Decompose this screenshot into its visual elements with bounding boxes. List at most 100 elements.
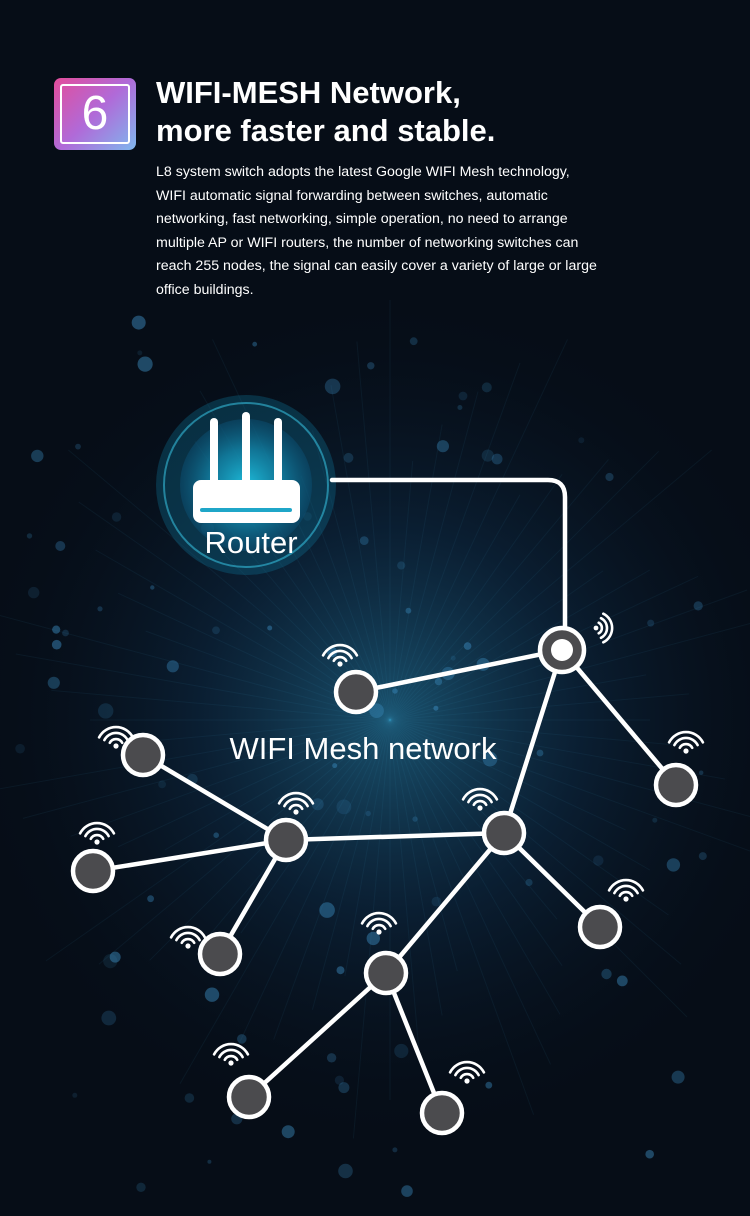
bokeh-dot <box>463 642 472 650</box>
bokeh-dot <box>525 878 533 887</box>
bokeh-dot <box>698 852 707 861</box>
bokeh-dot <box>457 405 463 410</box>
mesh-node <box>577 904 623 950</box>
bokeh-dot <box>491 453 503 465</box>
bokeh-dot <box>671 1070 685 1084</box>
mesh-link <box>501 647 565 836</box>
mesh-node <box>120 732 166 778</box>
mesh-link <box>283 830 507 843</box>
bokeh-dot <box>332 763 338 769</box>
bokeh-dot <box>237 1034 247 1044</box>
bokeh-dot <box>693 601 703 611</box>
bokeh-dot <box>343 452 354 463</box>
mesh-link <box>501 830 603 930</box>
bokeh-dot <box>213 832 219 838</box>
bokeh-dot <box>367 362 375 370</box>
bokeh-dot <box>136 1182 146 1193</box>
bokeh-dot <box>359 536 369 545</box>
wifi-icon <box>667 730 705 754</box>
description-line: WIFI automatic signal forwarding between… <box>156 187 548 204</box>
mesh-node <box>70 848 116 894</box>
bokeh-dot <box>412 816 418 822</box>
bokeh-dot <box>409 337 418 346</box>
bokeh-dot <box>51 639 62 650</box>
router-link <box>329 477 568 631</box>
wifi-icon <box>78 821 116 845</box>
bokeh-dot <box>578 437 585 444</box>
description-line: multiple AP or WIFI routers, the number … <box>156 234 579 251</box>
bokeh-dot <box>324 378 341 395</box>
bokeh-dot <box>338 1082 350 1094</box>
mesh-link <box>559 647 679 788</box>
mesh-node <box>333 669 379 715</box>
mesh-node <box>419 1090 465 1136</box>
description: L8 system switch adopts the latest Googl… <box>156 161 676 302</box>
bokeh-dot <box>334 1075 344 1085</box>
bokeh-dot <box>150 585 155 590</box>
bokeh-dot <box>450 655 456 661</box>
bokeh-dot <box>303 512 312 521</box>
bokeh-dot <box>147 895 155 903</box>
bokeh-dot <box>647 619 655 627</box>
bokeh-dot <box>392 1147 398 1153</box>
bokeh-dot <box>98 703 114 719</box>
bokeh-dot <box>434 677 443 686</box>
mesh-node <box>481 810 527 856</box>
bokeh-dot <box>645 1149 654 1159</box>
bokeh-dot <box>281 1125 295 1139</box>
bokeh-dot <box>252 341 258 347</box>
network-label: WIFI Mesh network <box>230 731 497 766</box>
wifi-icon <box>607 878 645 902</box>
bokeh-dot <box>401 1185 413 1197</box>
bokeh-dot <box>394 1043 409 1059</box>
mesh-node <box>197 931 243 977</box>
bokeh-dot <box>481 382 492 393</box>
router-icon <box>193 412 300 523</box>
wifi-icon <box>321 643 359 667</box>
router: Router <box>156 395 336 575</box>
bokeh-dot <box>652 817 658 823</box>
bokeh-dot <box>699 770 704 775</box>
mesh-node <box>363 950 409 996</box>
router-glow-ring <box>163 402 329 568</box>
description-line: networking, fast networking, simple oper… <box>156 211 568 227</box>
bokeh-dot <box>311 798 324 811</box>
wifi-icons <box>78 612 705 1084</box>
wifi-icon <box>448 1060 486 1084</box>
description-line: office buildings. <box>156 281 254 298</box>
bokeh-dot <box>31 449 44 463</box>
bokeh-dot <box>666 858 681 872</box>
bokeh-dot <box>433 705 439 711</box>
page-title: WIFI-MESH Network, more faster and stabl… <box>156 74 716 150</box>
bokeh-dot <box>101 1010 117 1026</box>
bokeh-dot <box>28 586 40 599</box>
bokeh-dot <box>397 561 406 570</box>
bokeh-dot <box>15 743 25 754</box>
bokeh-dot <box>26 533 33 539</box>
bokeh-dot <box>47 676 60 689</box>
bokeh-dot <box>75 443 81 450</box>
bokeh-dot <box>52 625 61 634</box>
bokeh-dot <box>601 968 612 980</box>
description-line: reach 255 nodes, the signal can easily c… <box>156 258 597 274</box>
bokeh-dot <box>458 391 468 401</box>
wifi-icon <box>461 787 499 811</box>
bokeh-dot <box>109 951 121 963</box>
bokeh-dot <box>62 629 69 637</box>
bokeh-dot <box>184 1093 195 1103</box>
bokeh-dot <box>267 625 273 631</box>
bokeh-dot <box>72 1092 78 1098</box>
title-line-2: more faster and stable. <box>156 113 496 148</box>
number-badge: 6 <box>54 78 136 150</box>
bokeh-dot <box>158 780 167 789</box>
description-line: L8 system switch adopts the latest Googl… <box>156 164 570 180</box>
title-line-1: WIFI-MESH Network, <box>156 75 461 110</box>
header: 6 WIFI-MESH Network, more faster and sta… <box>0 0 750 320</box>
mesh-node <box>263 817 309 863</box>
bokeh-dot <box>436 440 449 453</box>
mesh-link <box>90 837 289 874</box>
bokeh-dot <box>336 799 352 815</box>
bokeh-dot <box>481 449 494 462</box>
